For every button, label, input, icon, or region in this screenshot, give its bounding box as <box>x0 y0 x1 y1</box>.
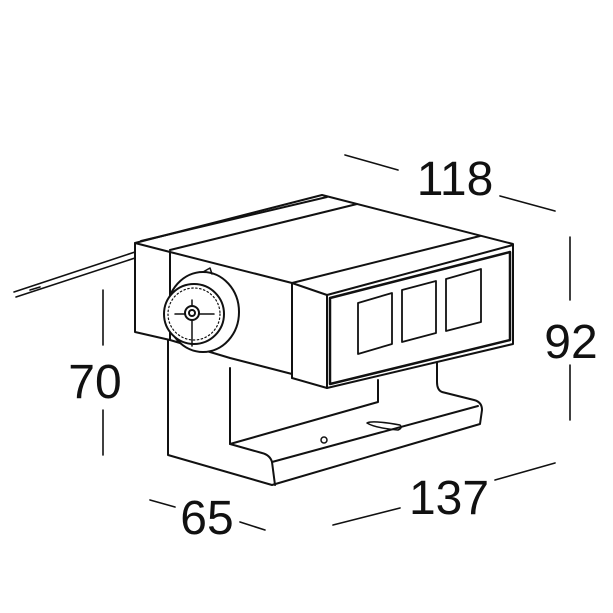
led-window <box>357 268 482 355</box>
dimension-lines <box>102 154 571 531</box>
cable <box>13 251 136 298</box>
dimension-92: 92 <box>544 316 597 369</box>
mounting-bracket <box>167 329 483 486</box>
dimension-65: 65 <box>180 492 233 545</box>
dimension-137: 137 <box>409 472 489 525</box>
dimension-70: 70 <box>68 356 121 409</box>
dimension-118: 118 <box>417 153 494 206</box>
tilt-dial <box>163 267 240 353</box>
